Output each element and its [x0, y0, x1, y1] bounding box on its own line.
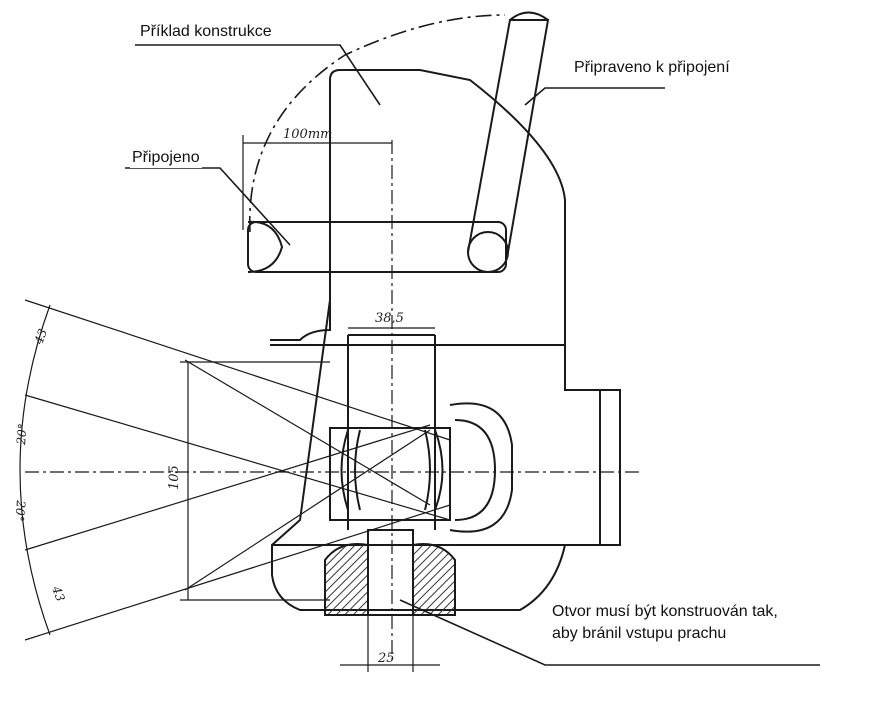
- callout-ready: Připraveno k připojení: [572, 58, 732, 78]
- bore-housing: [329, 427, 451, 521]
- dim-100-label: 100mm: [283, 127, 332, 142]
- dim-38-label: 38,5: [375, 311, 404, 326]
- tow-eye-inner: [454, 419, 497, 521]
- latch-handle-left: [247, 220, 284, 273]
- leader-connected: [125, 167, 291, 246]
- angle-line-3: [24, 424, 431, 551]
- dim-angle-20a-label: 20°: [14, 423, 30, 446]
- callout-example: Příklad konstrukce: [138, 22, 274, 42]
- callout-hole-note: Otvor musí být konstruován tak, aby brán…: [552, 601, 882, 645]
- dim-105-label: 105: [167, 465, 182, 490]
- lever-top: [509, 11, 549, 21]
- angle-line-5: [184, 359, 431, 506]
- hole-note-line-1: Otvor musí být konstruován tak,: [552, 603, 778, 620]
- angle-line-1: [24, 299, 451, 441]
- leader-hole: [399, 599, 820, 666]
- dim-25-label: 25: [377, 651, 395, 666]
- angle-line-2: [24, 394, 451, 521]
- bore-bulge-left: [340, 429, 349, 511]
- angle-line-4: [24, 504, 451, 641]
- dim-angle-top-label: 43: [31, 327, 50, 347]
- angle-line-6: [184, 429, 431, 591]
- angle-arc: [19, 304, 51, 636]
- tow-eye: [449, 402, 513, 533]
- leader-ready: [524, 87, 665, 106]
- upper-jaw: [270, 300, 331, 341]
- hatched-section: [324, 543, 456, 616]
- latch-lever-ready: [467, 19, 550, 253]
- dim-angle-bottom-label: 43: [49, 583, 68, 603]
- latch-bar-connected: [247, 221, 507, 273]
- bore-inner-left: [354, 429, 361, 511]
- swing-arc: [249, 14, 506, 233]
- dim-angle-20b-label: 20°: [12, 499, 28, 522]
- callout-connected: Připojeno: [130, 148, 202, 168]
- hole-note-line-2: aby bránil vstupu prachu: [552, 625, 727, 642]
- bore-bulge-right: [434, 429, 444, 511]
- coupling-body-outline: [271, 69, 621, 611]
- leader-example: [135, 44, 381, 106]
- latch-pivot: [467, 231, 509, 273]
- bore-inner-right: [424, 429, 431, 511]
